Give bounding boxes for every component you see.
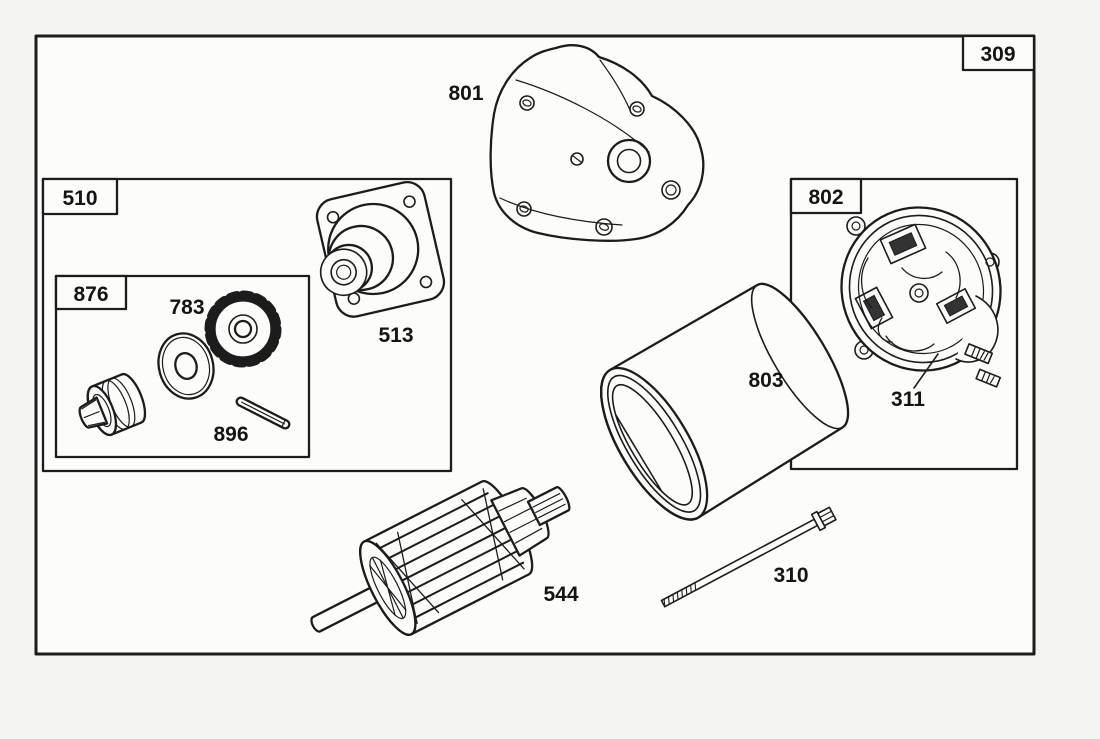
drive-clutch <box>78 372 147 437</box>
cap-center-bushing <box>909 283 929 303</box>
gear-cover <box>315 180 446 318</box>
callout-309: 309 <box>961 34 1036 72</box>
group-box-510 <box>41 177 453 473</box>
callout-510-label: 510 <box>62 187 97 210</box>
lamination-slots <box>370 492 525 623</box>
bracket-center-hole <box>606 138 652 184</box>
bracket-screw <box>570 152 584 166</box>
cap-ear <box>846 216 866 236</box>
roll-pin <box>235 396 291 430</box>
through-bolt <box>660 506 837 608</box>
callout-544-label: 544 <box>543 583 578 606</box>
bracket-holes <box>516 95 681 236</box>
callout-876: 876 <box>54 274 128 311</box>
motor-housing <box>599 282 850 521</box>
callout-803-label: 803 <box>748 369 783 392</box>
group-box-876 <box>54 274 311 459</box>
brush-holder <box>854 286 894 330</box>
leader-line-311 <box>913 353 939 389</box>
callout-783-label: 783 <box>169 296 204 319</box>
callout-802: 802 <box>789 177 863 215</box>
armature <box>310 480 571 636</box>
gear-teeth <box>204 290 282 368</box>
housing-open-end <box>599 366 709 521</box>
housing-bore-flat <box>615 414 663 492</box>
callout-311-label: 311 <box>891 388 925 411</box>
callout-310-label: 310 <box>773 564 808 587</box>
terminal-stud <box>975 368 1002 388</box>
brush-holder <box>879 223 927 265</box>
callout-513-label: 513 <box>378 324 413 347</box>
callout-510: 510 <box>41 177 119 216</box>
callout-876-label: 876 <box>73 283 108 306</box>
thrust-washer <box>157 332 215 400</box>
brush-end-cap <box>840 206 1002 389</box>
cover-bore <box>330 258 357 286</box>
brush-wires <box>861 251 961 352</box>
cover-corner-holes <box>326 195 433 305</box>
terminal-block <box>955 295 999 363</box>
callout-801-label: 801 <box>448 82 483 105</box>
gear-hub <box>228 314 258 344</box>
pinion-gear <box>204 290 282 368</box>
callout-802-label: 802 <box>808 186 843 209</box>
terminal-stud <box>964 343 994 365</box>
bolt-threads <box>663 582 697 608</box>
housing-far-end <box>750 283 849 430</box>
callout-896-label: 896 <box>213 423 248 446</box>
mount-bracket <box>489 44 705 242</box>
callout-309-label: 309 <box>980 43 1015 66</box>
brush-holder <box>935 287 977 325</box>
clutch-nose <box>78 396 109 429</box>
